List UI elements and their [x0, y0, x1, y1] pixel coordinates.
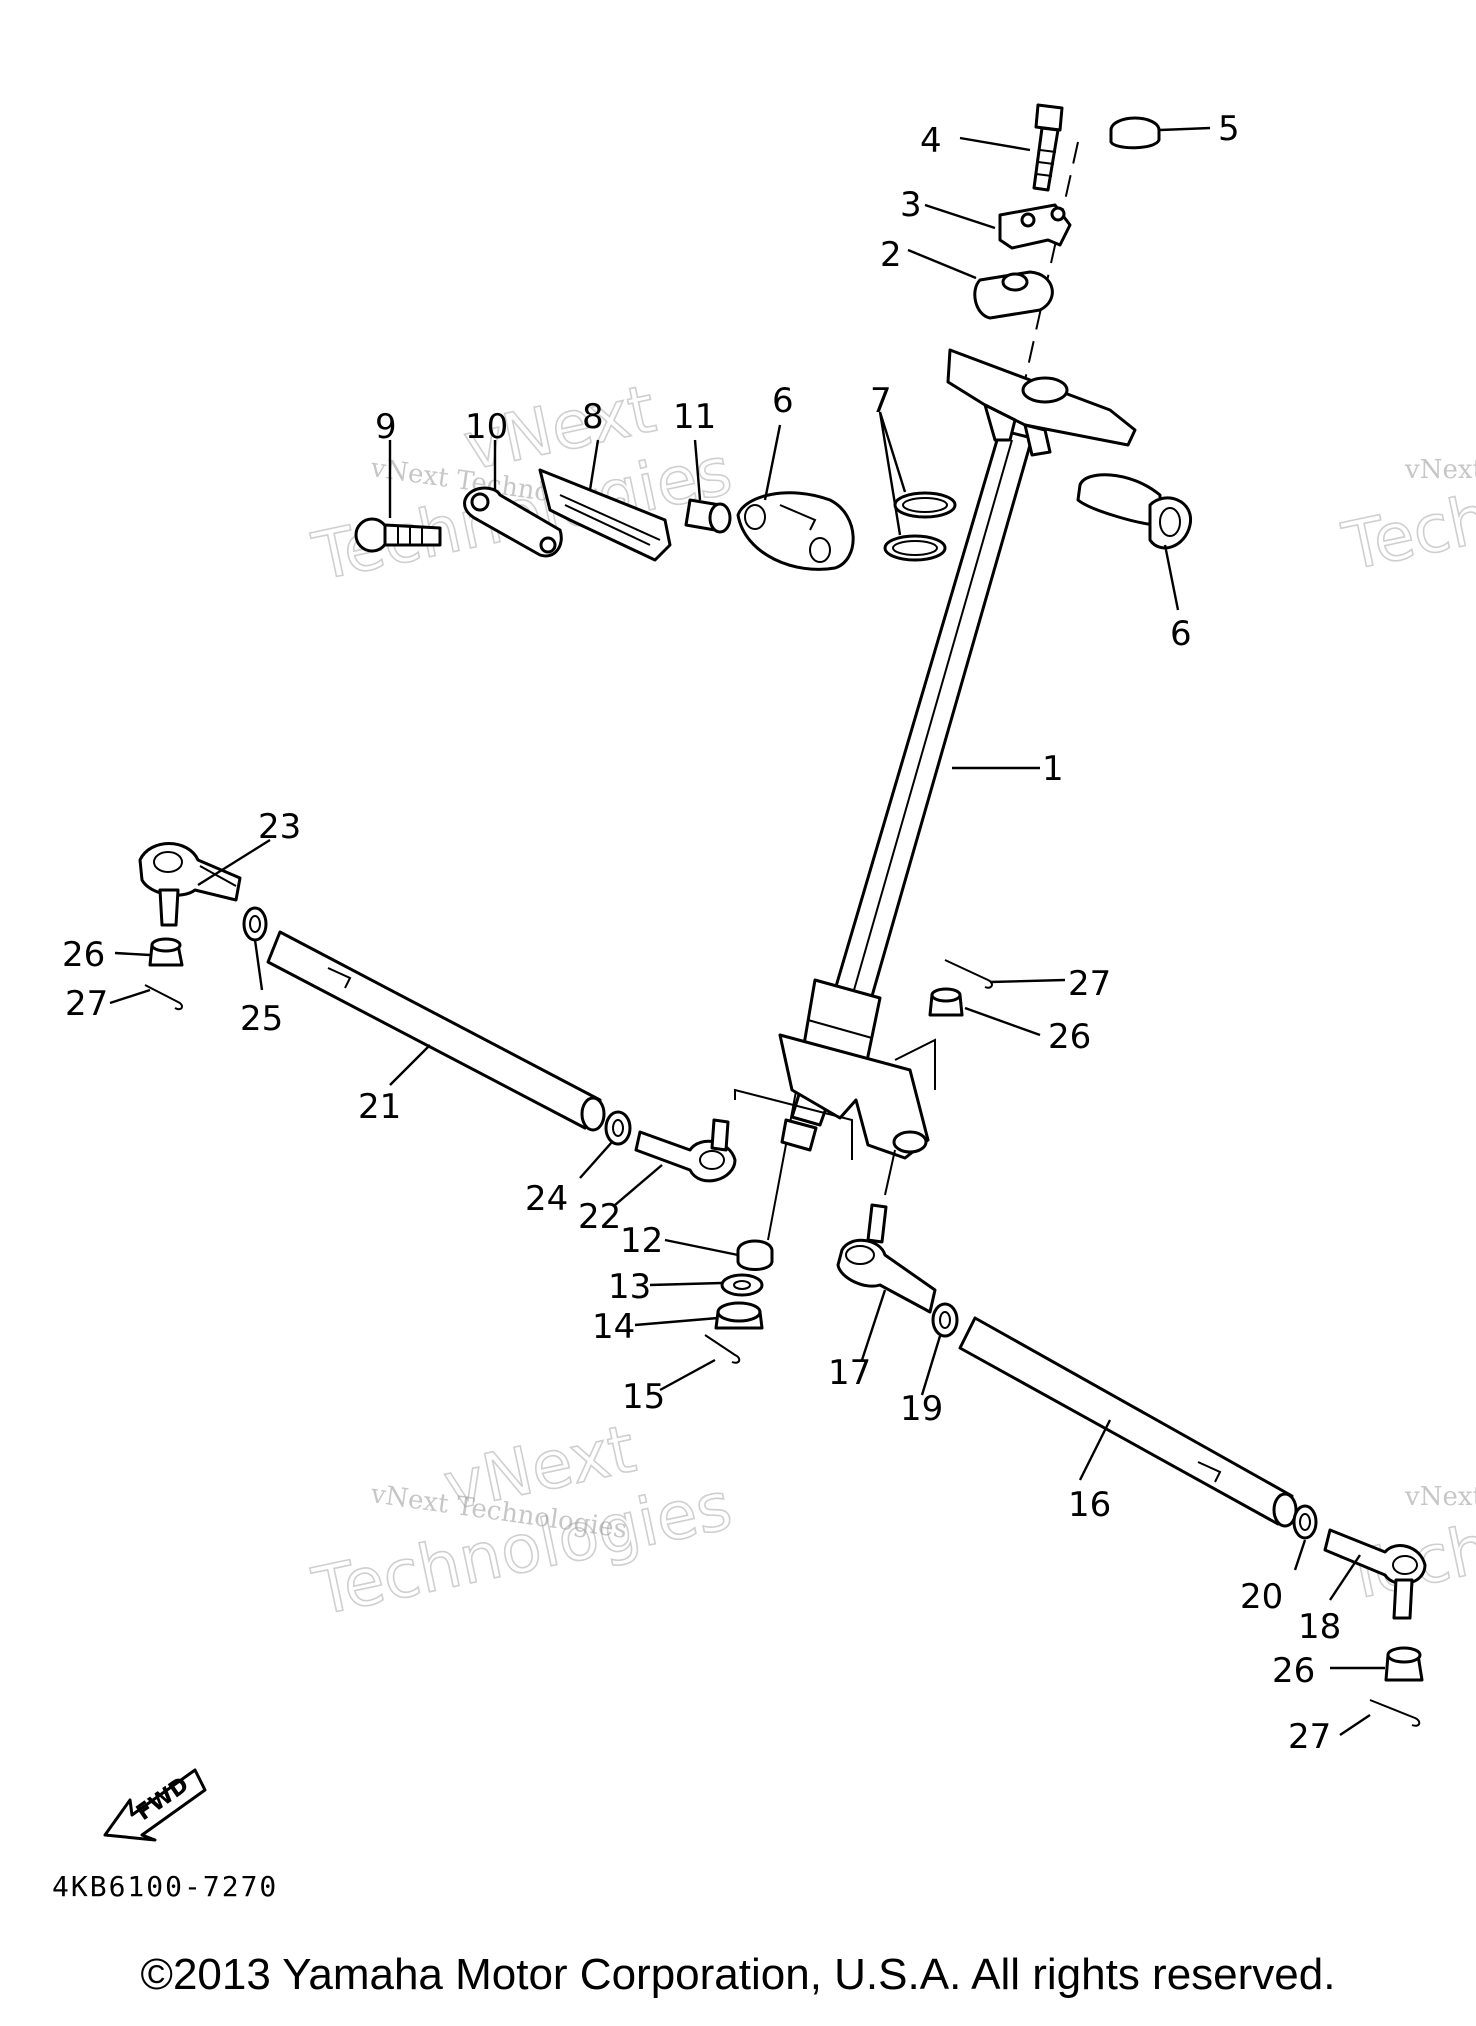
- part-code: 4KB6100-7270: [52, 1870, 279, 1903]
- callout-4: 4: [920, 121, 942, 161]
- nut-20: [1292, 1504, 1318, 1540]
- copyright-notice: ©2013 Yamaha Motor Corporation, U.S.A. A…: [140, 1950, 1336, 1999]
- holder-upper: [998, 203, 1072, 250]
- castle-nut-right: [1384, 1646, 1424, 1682]
- tie-rod-end-left: [138, 842, 242, 927]
- callout-25: 25: [240, 999, 283, 1039]
- callout-16: 16: [1068, 1485, 1111, 1525]
- callout-6-left: 6: [772, 381, 794, 421]
- holder-lower: [973, 270, 1054, 320]
- callout-11: 11: [673, 397, 716, 437]
- callout-26-left: 26: [62, 935, 105, 975]
- clamp-left: [736, 491, 855, 571]
- callout-19: 19: [900, 1389, 943, 1429]
- callout-7: 7: [870, 381, 892, 421]
- callout-17: 17: [828, 1353, 871, 1393]
- plate: [538, 468, 672, 562]
- callout-5: 5: [1218, 109, 1240, 149]
- steering-shaft: [734, 141, 1079, 1241]
- watermark-right-edge: vNext Technologies Technologies vNext Te…: [1336, 421, 1476, 1616]
- callout-18: 18: [1298, 1607, 1341, 1647]
- callout-20: 20: [1240, 1577, 1283, 1617]
- callout-24: 24: [525, 1179, 568, 1219]
- watermark-text-small: vNext Technologies: [1404, 1482, 1476, 1512]
- callout-22: 22: [578, 1197, 621, 1237]
- callout-26-right: 26: [1272, 1651, 1315, 1691]
- tie-rod-end-right: [1323, 1528, 1427, 1620]
- castle-nut-left: [148, 937, 184, 967]
- callout-6-right: 6: [1170, 614, 1192, 654]
- nut-24: [604, 1110, 632, 1146]
- nut-19: [931, 1302, 959, 1338]
- tie-rod-right: [958, 1316, 1298, 1528]
- cotter-pin-15: [704, 1334, 741, 1364]
- callout-27-right: 27: [1288, 1717, 1331, 1757]
- callout-15: 15: [622, 1377, 665, 1417]
- tie-rod-left: [266, 930, 606, 1132]
- callout-8: 8: [582, 397, 604, 437]
- callout-9: 9: [375, 407, 397, 447]
- callout-13: 13: [608, 1267, 651, 1307]
- callout-12: 12: [620, 1221, 663, 1261]
- callout-23: 23: [258, 807, 301, 847]
- cap: [1109, 116, 1161, 150]
- leader-lines: [109, 126, 1385, 1736]
- collar: [684, 498, 732, 534]
- tie-rod-end-inner-right: [836, 1203, 937, 1314]
- callout-27-upper: 27: [1068, 964, 1111, 1004]
- bushing-12: [736, 1239, 774, 1271]
- cotter-pin-right: [1369, 1699, 1421, 1727]
- callout-10: 10: [465, 407, 508, 447]
- cotter-pin-left: [144, 984, 183, 1011]
- cotter-pin-upper: [944, 959, 993, 989]
- tie-rod-end-inner-left: [634, 1118, 737, 1183]
- watermark-middle: vNext Technologies vNext Technologies: [306, 1409, 739, 1631]
- callouts: 1 2 3 4 5 6 6 7 8 9 10 11 12 13 14 15 16…: [62, 109, 1341, 1757]
- callout-2: 2: [880, 235, 902, 275]
- callout-3: 3: [900, 185, 922, 225]
- castle-nut-upper: [928, 987, 964, 1017]
- link: [463, 486, 563, 558]
- clamp-right: [1076, 473, 1192, 550]
- nut-25: [242, 906, 268, 942]
- watermark-text-small: vNext Technologies: [1404, 455, 1476, 485]
- upper-bracket: [946, 348, 1137, 457]
- callout-1: 1: [1042, 749, 1064, 789]
- washer-13: [720, 1273, 764, 1297]
- watermark-technologies-big: Technologies: [1336, 422, 1476, 586]
- fwd-arrow-icon: FWD: [103, 1768, 207, 1842]
- callout-14: 14: [592, 1307, 635, 1347]
- callout-27-left: 27: [65, 984, 108, 1024]
- bolt: [1032, 103, 1064, 192]
- callout-26-upper: 26: [1048, 1017, 1091, 1057]
- nut-14: [714, 1301, 764, 1330]
- callout-21: 21: [358, 1087, 401, 1127]
- link-bolt: [354, 517, 442, 553]
